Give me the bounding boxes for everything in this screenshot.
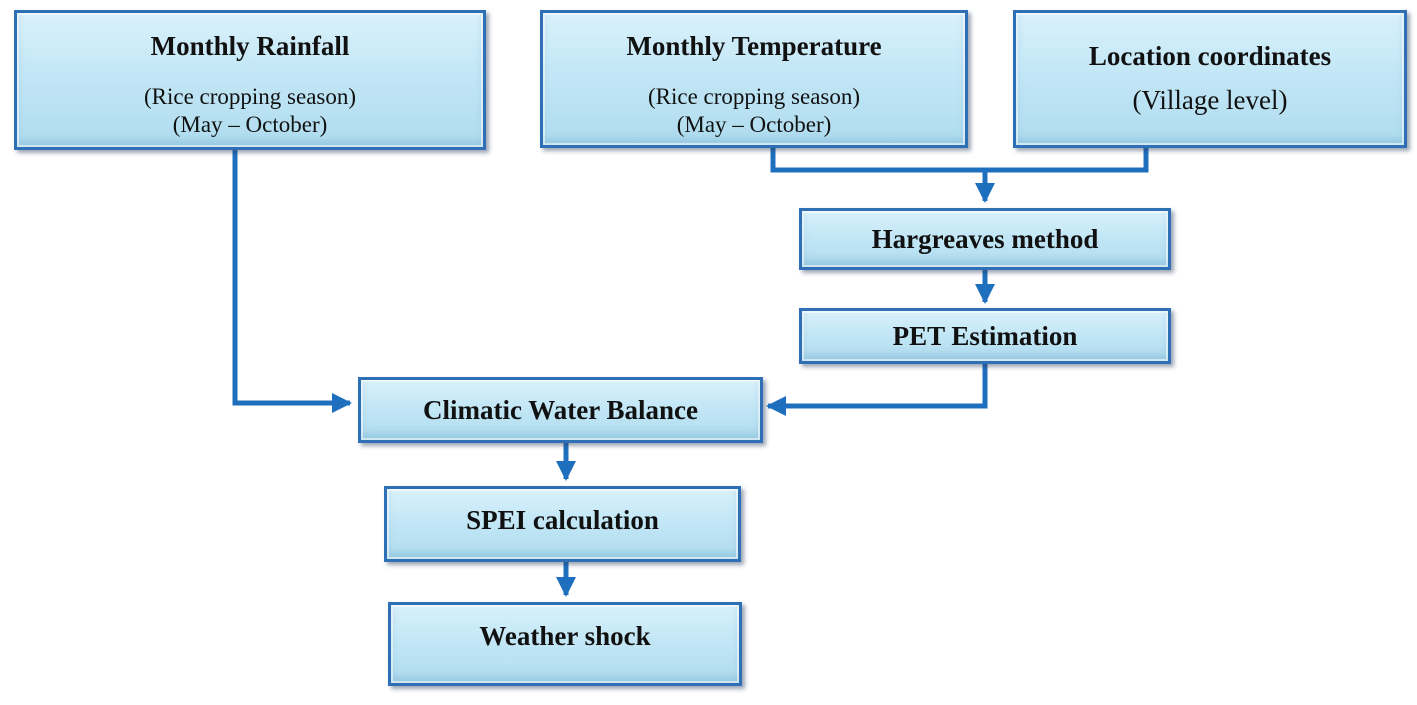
weather-shock-title: Weather shock [479,621,651,651]
rainfall-to-cwb-connector [232,150,352,413]
climatic-water-balance-box: Climatic Water Balance [358,377,763,443]
monthly-rainfall-months: (May – October) [172,112,328,137]
spei-calculation-box: SPEI calculation [384,486,741,562]
monthly-rainfall-title: Monthly Rainfall [150,31,350,61]
climatic-water-balance-title: Climatic Water Balance [423,395,698,425]
hargreaves-method-box: Hargreaves method [799,208,1171,270]
monthly-temperature-title: Monthly Temperature [626,31,882,61]
pet-estimation-box: PET Estimation [799,308,1171,364]
spei-calculation-title: SPEI calculation [466,505,659,535]
location-coordinates-level: (Village level) [1132,85,1288,115]
hargreaves-method-title: Hargreaves method [871,224,1099,254]
monthly-rainfall-season: (Rice cropping season) [143,84,357,109]
monthly-rainfall-box: Monthly Rainfall (Rice cropping season) … [14,10,486,150]
monthly-temperature-months: (May – October) [676,112,832,137]
monthly-temperature-box: Monthly Temperature (Rice cropping seaso… [540,10,968,148]
pet-to-cwb-connector [766,364,988,416]
monthly-temperature-season: (Rice cropping season) [647,84,861,109]
location-coordinates-box: Location coordinates (Village level) [1013,10,1407,148]
location-coordinates-title: Location coordinates [1088,41,1332,71]
temperature-location-merge-connector [770,148,1149,173]
pet-estimation-title: PET Estimation [892,321,1078,351]
weather-shock-box: Weather shock [388,602,742,686]
